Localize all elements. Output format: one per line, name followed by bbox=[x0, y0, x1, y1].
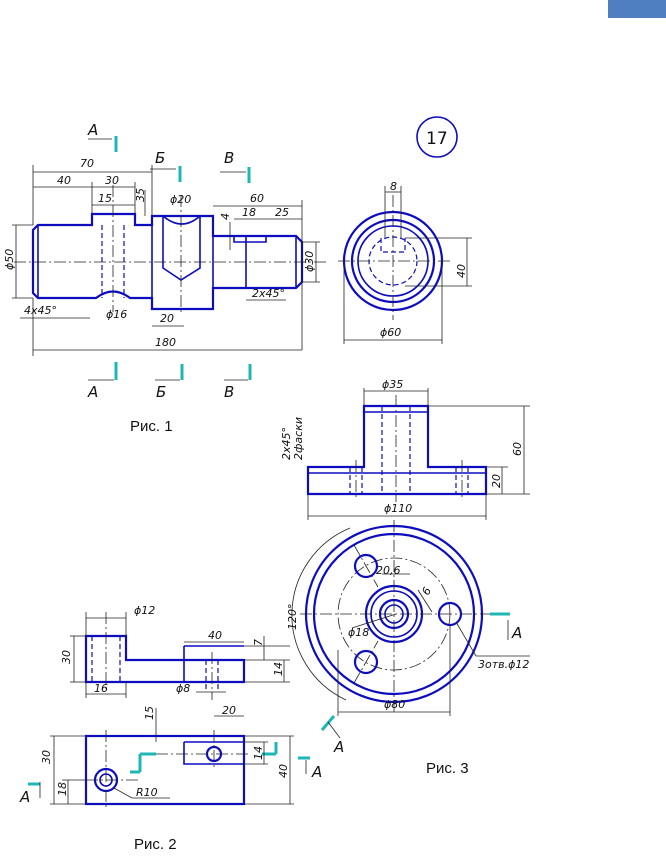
section-a-fig2-left: А bbox=[19, 788, 30, 806]
dim-chamfers: 2фаски bbox=[292, 417, 305, 460]
fig2-front-view: ϕ12 40 7 30 14 16 ϕ8 bbox=[60, 604, 290, 700]
variant-circle bbox=[416, 116, 458, 158]
dim-4x45: 4x45° bbox=[24, 304, 57, 317]
dim-16: 16 bbox=[94, 682, 108, 695]
dim-4: 4 bbox=[219, 213, 232, 220]
bore-cone bbox=[162, 216, 201, 281]
dim-60-fig3: 60 bbox=[511, 442, 524, 456]
dim-35: 35 bbox=[134, 188, 147, 202]
dim-30b: 30 bbox=[40, 750, 53, 764]
dim-20: 20 bbox=[160, 312, 174, 325]
dim-phi80: ϕ80 bbox=[384, 698, 405, 711]
dim-70: 70 bbox=[80, 157, 94, 170]
dim-phi20: ϕ20 bbox=[170, 193, 191, 206]
section-b-top: Б bbox=[155, 149, 165, 167]
shaft-outline bbox=[31, 212, 304, 311]
section-a-fig2-right: А bbox=[311, 763, 322, 781]
dim-7: 7 bbox=[252, 639, 265, 646]
variant-number: 17 bbox=[426, 129, 448, 149]
dim-15: 15 bbox=[98, 192, 112, 205]
dim-18: 18 bbox=[56, 782, 69, 796]
dim-15-fig2: 15 bbox=[143, 706, 156, 720]
fig3-flange-front: ϕ35 2x45° 2фаски 60 20 ϕ110 bbox=[280, 378, 530, 520]
dim-phi110: ϕ110 bbox=[384, 502, 412, 515]
dim-120: 120° bbox=[286, 604, 299, 631]
lever-front-outline bbox=[84, 634, 246, 684]
dim-20-fig3: 20 bbox=[490, 474, 503, 488]
fig3-flange-top: 120° 20,6 6 ϕ18 3отв.ϕ12 ϕ80 А А Рис. 3 bbox=[286, 520, 530, 777]
fig2-top-view: А А 15 20 30 18 14 40 R10 Рис. 2 bbox=[19, 704, 322, 853]
fig2-caption: Рис. 2 bbox=[134, 836, 177, 853]
section-a-top: А bbox=[87, 121, 98, 139]
dim-40-fig2: 40 bbox=[208, 629, 222, 642]
dim-20-6: 20,6 bbox=[376, 564, 401, 577]
dim-40: 40 bbox=[57, 174, 71, 187]
section-v-bottom: В bbox=[224, 383, 234, 401]
fig1-side-view: 17 8 40 ϕ60 bbox=[338, 116, 472, 344]
dim-phi50: ϕ50 bbox=[3, 249, 16, 270]
dim-8: 8 bbox=[390, 180, 397, 193]
dim-40b: 40 bbox=[277, 764, 290, 778]
section-a-fig3-right: А bbox=[511, 624, 522, 642]
dim-20-fig2: 20 bbox=[222, 704, 236, 717]
dim-phi16: ϕ16 bbox=[106, 308, 127, 321]
section-a-fig3-left: А bbox=[333, 738, 344, 756]
dim-60: 60 bbox=[250, 192, 264, 205]
dim-phi12: ϕ12 bbox=[134, 604, 155, 617]
fig1-caption: Рис. 1 bbox=[130, 418, 173, 435]
dim-30-fig2: 30 bbox=[60, 650, 73, 664]
dim-14-fig2: 14 bbox=[272, 662, 285, 676]
dim-14b: 14 bbox=[252, 746, 265, 760]
dim-phi60: ϕ60 bbox=[380, 326, 401, 339]
keyway bbox=[233, 236, 267, 243]
dim-40v: 40 bbox=[455, 264, 468, 278]
dim-phi30: ϕ30 bbox=[303, 251, 316, 272]
fig1-shaft-drawing: А Б В bbox=[3, 121, 326, 435]
dim-30: 30 bbox=[105, 174, 119, 187]
dim-phi8: ϕ8 bbox=[176, 682, 190, 695]
section-v-top: В bbox=[224, 149, 234, 167]
dim-25: 25 bbox=[275, 206, 289, 219]
dim-2x45-fig3: 2x45° bbox=[280, 427, 293, 460]
dim-2x45: 2x45° bbox=[252, 287, 285, 300]
flange-outline bbox=[306, 404, 488, 496]
section-a-bottom: А bbox=[87, 383, 98, 401]
dim-r10: R10 bbox=[136, 786, 158, 799]
dim-phi35: ϕ35 bbox=[382, 378, 403, 391]
dim-3holes: 3отв.ϕ12 bbox=[478, 658, 529, 671]
dim-phi18: ϕ18 bbox=[348, 626, 369, 639]
fig3-caption: Рис. 3 bbox=[426, 760, 469, 777]
dim-18: 18 bbox=[242, 206, 256, 219]
corner-tab bbox=[608, 0, 666, 18]
lever-top-outline bbox=[84, 734, 246, 806]
dim-180: 180 bbox=[155, 336, 176, 349]
section-b-bottom: Б bbox=[156, 383, 166, 401]
